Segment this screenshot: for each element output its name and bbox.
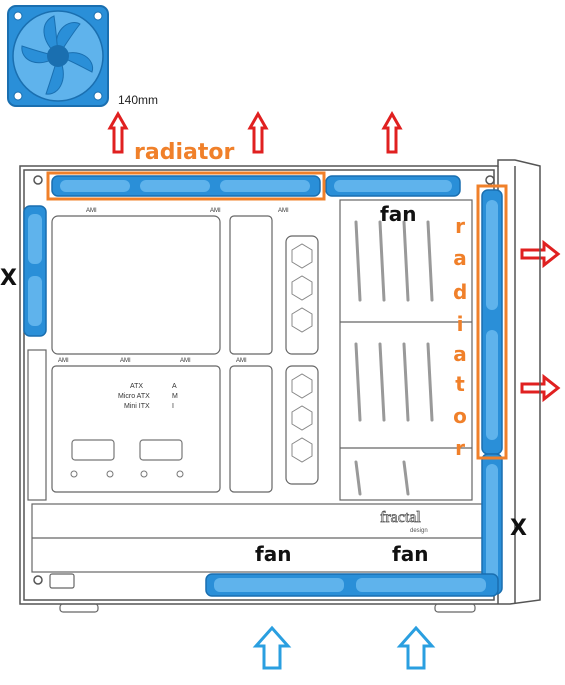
- radiator-side-char: a: [453, 246, 467, 270]
- radiator-side-char: r: [455, 214, 465, 238]
- fan-bottom-right-label: fan: [392, 542, 429, 566]
- svg-text:AMI: AMI: [236, 358, 247, 364]
- exhaust-arrow-up-icon: [381, 110, 403, 154]
- mb-format-matx: Micro ATX: [118, 393, 150, 400]
- svg-text:AMI: AMI: [180, 358, 191, 364]
- motherboard-area: [51, 365, 221, 493]
- svg-text:AMI: AMI: [58, 358, 69, 364]
- svg-text:M: M: [172, 393, 178, 400]
- radiator-side-char: t: [455, 372, 465, 396]
- radiator-side-char: i: [456, 312, 464, 336]
- intake-arrow-up-icon: [396, 625, 436, 670]
- x-left-label: X: [0, 266, 17, 291]
- mb-format-atx: ATX: [130, 383, 143, 390]
- fan-rear-lower: [481, 453, 503, 595]
- radiator-rear-outline: [476, 184, 508, 460]
- brand-logo: fractal: [380, 509, 421, 526]
- fan-icon: [7, 5, 109, 107]
- fan-size-label: 140mm: [118, 93, 159, 107]
- svg-text:design: design: [410, 528, 428, 534]
- hdd-tray: [285, 365, 319, 485]
- cable-cutout: [229, 365, 273, 493]
- radiator-top-label: radiator: [130, 140, 239, 165]
- fan-bottom: [205, 573, 499, 597]
- exhaust-arrow-up-icon: [247, 110, 269, 154]
- fan-front: [23, 205, 47, 337]
- mb-cutout: [51, 215, 221, 355]
- mb-format-itx: Mini ITX: [124, 403, 150, 410]
- svg-text:AMI: AMI: [120, 358, 131, 364]
- radiator-side-char: r: [455, 436, 465, 460]
- svg-text:AMI: AMI: [210, 208, 221, 214]
- drive-cage: [339, 199, 473, 501]
- radiator-side-char: d: [453, 280, 468, 304]
- x-right-label: X: [510, 516, 527, 541]
- intake-arrow-up-icon: [252, 625, 292, 670]
- cable-cutout: [229, 215, 273, 355]
- svg-text:AMI: AMI: [86, 208, 97, 214]
- hdd-tray: [285, 235, 319, 355]
- fan-top-right: [325, 175, 461, 197]
- fan-rear-radiator: [481, 189, 503, 455]
- radiator-side-char: a: [453, 342, 467, 366]
- svg-text:I: I: [172, 403, 174, 410]
- radiator-side-char: o: [453, 404, 467, 428]
- fan-bottom-left-label: fan: [255, 542, 292, 566]
- radiator-top-outline: [46, 171, 326, 201]
- svg-text:AMI: AMI: [278, 208, 289, 214]
- fan-top-radiator: [51, 175, 321, 197]
- svg-text:A: A: [172, 383, 177, 390]
- exhaust-arrow-up-icon: [107, 110, 129, 154]
- fan-top-label: fan: [380, 202, 417, 226]
